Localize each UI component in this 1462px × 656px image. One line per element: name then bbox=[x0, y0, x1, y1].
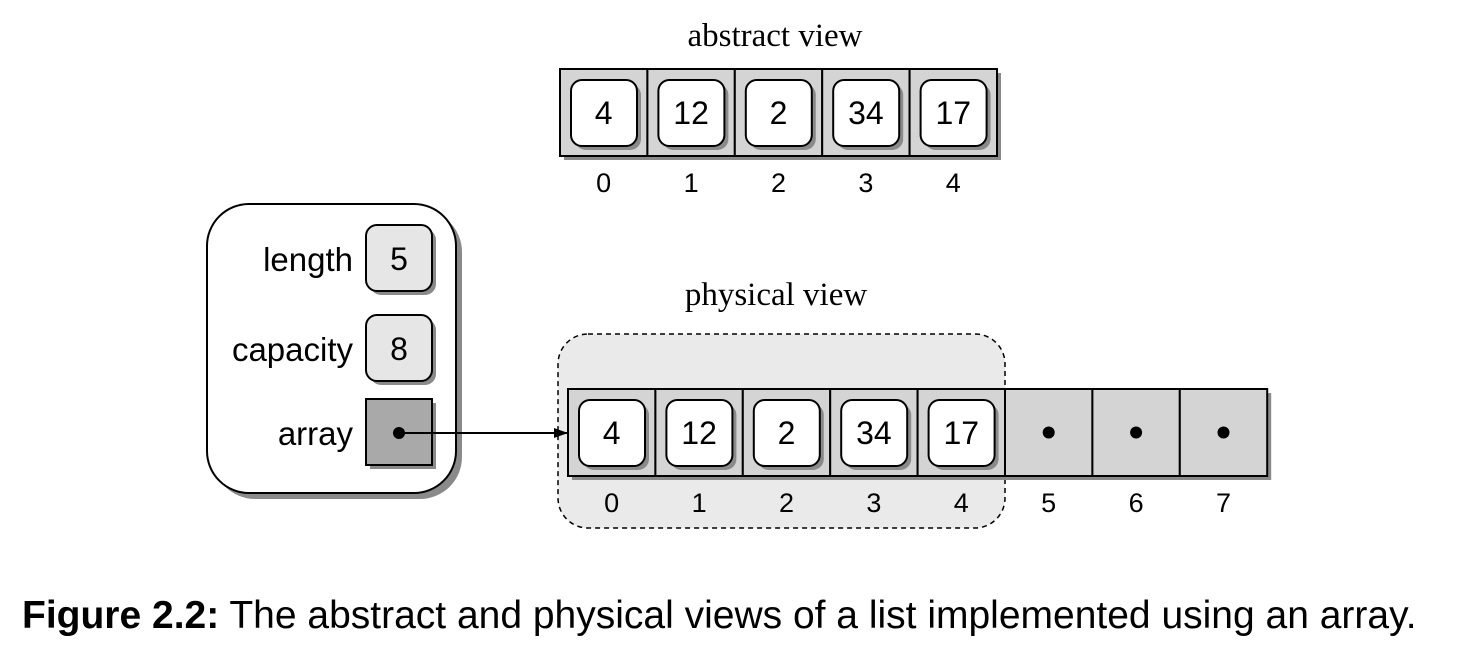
abstract-view-title: abstract view bbox=[687, 18, 862, 54]
abstract-array-value: 17 bbox=[936, 95, 972, 131]
physical-array-value: 12 bbox=[681, 415, 717, 451]
length-field bbox=[365, 224, 433, 292]
physical-array-index: 1 bbox=[692, 488, 707, 518]
list-object: length 5 capacity 8 array bbox=[206, 203, 568, 499]
physical-array-value-box bbox=[752, 399, 821, 467]
physical-array-value-box bbox=[578, 399, 646, 467]
physical-array-cell bbox=[1178, 388, 1269, 477]
abstract-array-value-box bbox=[744, 79, 813, 147]
physical-array-value-box bbox=[927, 399, 996, 467]
physical-array-value: 4 bbox=[603, 415, 621, 451]
figure-caption-text: The abstract and physical views of a lis… bbox=[219, 594, 1417, 637]
abstract-array-value-box bbox=[832, 79, 901, 147]
abstract-array-value-box bbox=[657, 79, 726, 147]
physical-array-index: 5 bbox=[1041, 488, 1056, 518]
physical-array-empty-slot-dot bbox=[1042, 426, 1055, 439]
capacity-field bbox=[365, 314, 433, 382]
abstract-array-value: 2 bbox=[770, 95, 788, 131]
abstract-array-index: 0 bbox=[596, 168, 611, 198]
physical-view-title: physical view bbox=[685, 277, 868, 313]
length-label: length bbox=[263, 241, 353, 278]
abstract-array-index: 3 bbox=[858, 168, 873, 198]
figure-caption: Figure 2.2: The abstract and physical vi… bbox=[22, 596, 1452, 635]
abstract-array-index: 1 bbox=[684, 168, 699, 198]
physical-array-index: 7 bbox=[1216, 488, 1231, 518]
abstract-array-value: 4 bbox=[595, 95, 613, 131]
physical-array-value: 34 bbox=[856, 415, 892, 451]
capacity-value: 8 bbox=[390, 331, 408, 367]
abstract-array-value-box bbox=[570, 79, 638, 147]
abstract-array-value: 34 bbox=[848, 95, 884, 131]
physical-array-index: 6 bbox=[1129, 488, 1144, 518]
length-value: 5 bbox=[390, 241, 408, 277]
physical-array-index: 3 bbox=[866, 488, 881, 518]
capacity-label: capacity bbox=[232, 331, 354, 368]
physical-array-value: 2 bbox=[778, 415, 796, 451]
physical-array-value-box bbox=[665, 399, 734, 467]
figure-label: Figure 2.2: bbox=[22, 594, 220, 637]
array-label: array bbox=[278, 415, 354, 452]
physical-array-index: 2 bbox=[779, 488, 794, 518]
physical-array-index: 4 bbox=[954, 488, 969, 518]
abstract-array-value: 12 bbox=[673, 95, 709, 131]
physical-array-value-box bbox=[840, 399, 909, 467]
abstract-array-index: 2 bbox=[771, 168, 786, 198]
physical-array-empty-slot-dot bbox=[1217, 426, 1230, 439]
abstract-array-index: 4 bbox=[946, 168, 961, 198]
physical-array-index: 0 bbox=[604, 488, 619, 518]
physical-array-empty-slot-dot bbox=[1130, 426, 1143, 439]
abstract-array-value-box bbox=[919, 79, 988, 147]
physical-array-value: 17 bbox=[944, 415, 980, 451]
